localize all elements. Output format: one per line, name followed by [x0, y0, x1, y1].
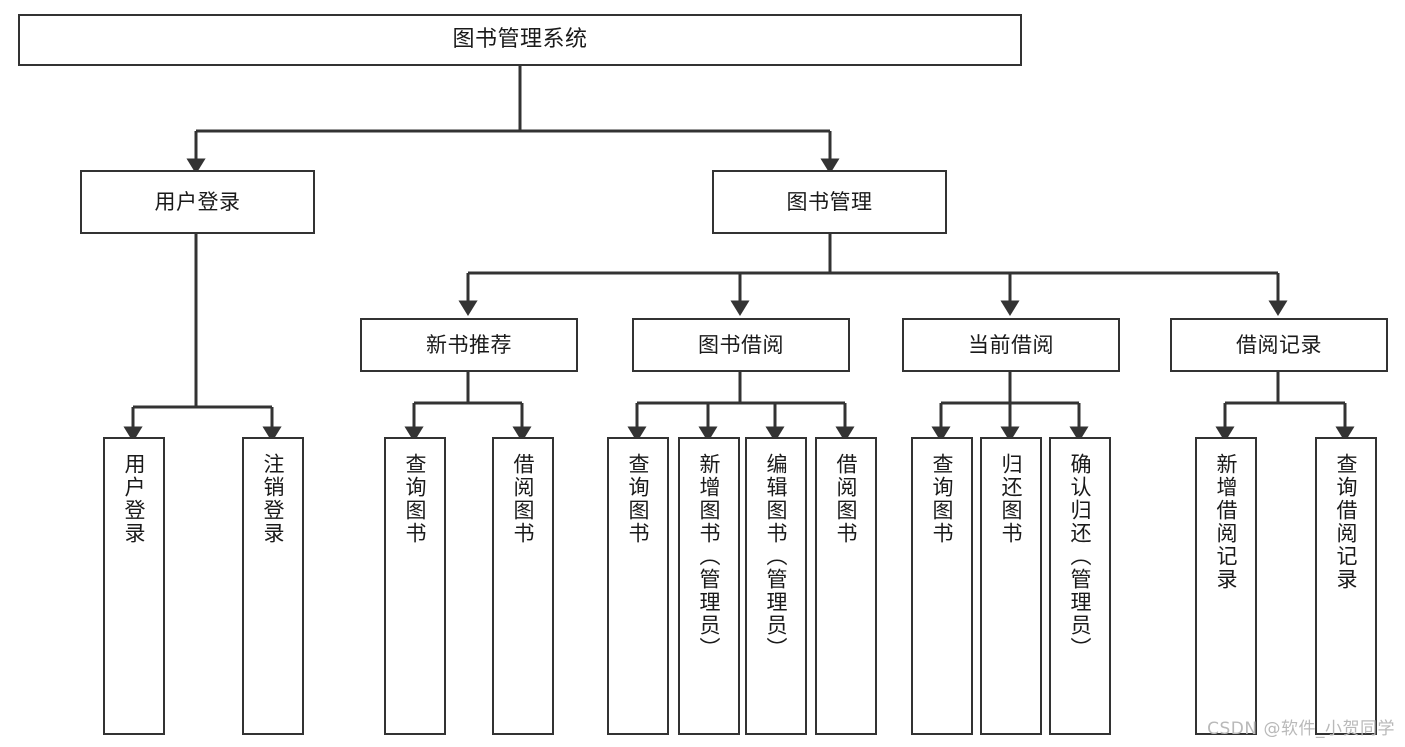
node-label: 借阅图书 — [834, 453, 859, 545]
node-label: 编辑图书（管理员） — [764, 453, 789, 660]
node-label: 查询借阅记录 — [1334, 453, 1359, 591]
node-label: 图书借阅 — [698, 332, 784, 357]
csdn-watermark: CSDN @软件_小贺同学 — [1207, 719, 1395, 739]
leaf-new-book-query-book[interactable]: 查询图书 — [384, 437, 446, 735]
node-label: 新增借阅记录 — [1214, 453, 1239, 591]
node-label: 用户登录 — [122, 453, 147, 545]
leaf-book-borrow-borrow-book[interactable]: 借阅图书 — [815, 437, 877, 735]
node-new-book-recommend[interactable]: 新书推荐 — [360, 318, 578, 372]
node-label: 新增图书（管理员） — [697, 453, 722, 660]
node-borrow-record[interactable]: 借阅记录 — [1170, 318, 1388, 372]
leaf-user-login-logout[interactable]: 注销登录 — [242, 437, 304, 735]
node-label: 当前借阅 — [968, 332, 1054, 357]
leaf-current-borrow-query-book[interactable]: 查询图书 — [911, 437, 973, 735]
node-label: 确认归还（管理员） — [1068, 453, 1093, 660]
node-label: 注销登录 — [261, 453, 286, 545]
node-root-system[interactable]: 图书管理系统 — [18, 14, 1022, 66]
node-label: 查询图书 — [626, 453, 651, 545]
node-label: 新书推荐 — [426, 332, 512, 357]
node-label: 图书管理系统 — [452, 27, 588, 53]
node-label: 图书管理 — [786, 189, 873, 214]
leaf-book-borrow-edit-book-admin[interactable]: 编辑图书（管理员） — [745, 437, 807, 735]
node-current-borrow[interactable]: 当前借阅 — [902, 318, 1120, 372]
node-book-borrow[interactable]: 图书借阅 — [632, 318, 850, 372]
node-label: 借阅图书 — [511, 453, 536, 545]
node-user-login[interactable]: 用户登录 — [80, 170, 315, 234]
leaf-user-login-login[interactable]: 用户登录 — [103, 437, 165, 735]
leaf-book-borrow-add-book-admin[interactable]: 新增图书（管理员） — [678, 437, 740, 735]
leaf-borrow-record-add-record[interactable]: 新增借阅记录 — [1195, 437, 1257, 735]
leaf-book-borrow-query-book[interactable]: 查询图书 — [607, 437, 669, 735]
node-label: 用户登录 — [154, 189, 241, 214]
node-label: 查询图书 — [403, 453, 428, 545]
leaf-borrow-record-query-record[interactable]: 查询借阅记录 — [1315, 437, 1377, 735]
node-label: 借阅记录 — [1236, 332, 1322, 357]
leaf-current-borrow-return-book[interactable]: 归还图书 — [980, 437, 1042, 735]
leaf-current-borrow-confirm-return-admin[interactable]: 确认归还（管理员） — [1049, 437, 1111, 735]
node-label: 查询图书 — [930, 453, 955, 545]
node-label: 归还图书 — [999, 453, 1024, 545]
node-book-management[interactable]: 图书管理 — [712, 170, 947, 234]
leaf-new-book-borrow-book[interactable]: 借阅图书 — [492, 437, 554, 735]
